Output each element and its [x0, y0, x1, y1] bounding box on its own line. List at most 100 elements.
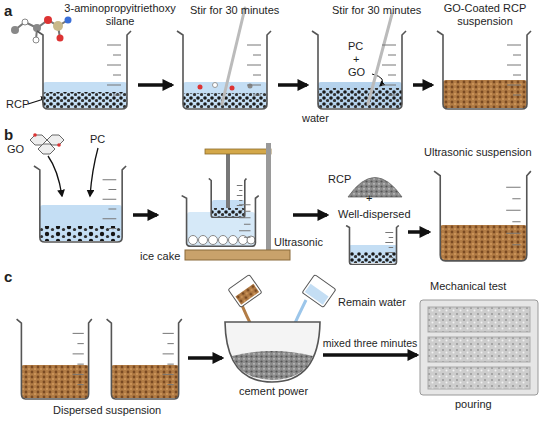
caption: cement power [239, 385, 308, 398]
lab-stand [205, 149, 271, 154]
material-label: RCP [6, 98, 29, 111]
panel-letter: c [4, 268, 12, 285]
beaker-a2 [222, 8, 245, 104]
caption: ice cake [140, 250, 180, 263]
silane-molecule [33, 24, 41, 32]
specimen-mold [420, 300, 538, 395]
beaker-c1 [17, 319, 92, 399]
beaker-a1 [37, 31, 131, 109]
ultrasonic-bath [209, 236, 218, 245]
rcp-mixing: RCPWell-dispersed [330, 160, 405, 265]
beaker-a3 [368, 14, 392, 104]
material-label: Remain water [338, 296, 406, 309]
silane-molecule [44, 16, 52, 24]
caption: RCP [328, 173, 351, 186]
beaker-a4 [437, 31, 531, 109]
beaker-a2 [248, 84, 253, 89]
beaker-c2 [107, 319, 182, 399]
beaker-a2 [213, 83, 218, 88]
ultrasonic-bath [229, 236, 238, 245]
small-beaker [346, 226, 399, 265]
flow-arrow [408, 230, 429, 234]
caption: GO [348, 66, 365, 79]
rcp-powder [348, 178, 402, 198]
ultrasonic-setup: ice cakeUltrasonic [160, 140, 290, 265]
flow-arrow [278, 83, 307, 87]
specimen-mold [428, 307, 530, 332]
beaker-a3 [318, 88, 402, 108]
addition-arrows [48, 156, 62, 196]
caption: PC [348, 40, 363, 53]
beaker-c2 [111, 365, 179, 398]
specimen-mold [420, 300, 538, 395]
ultrasonic-bath [219, 236, 228, 245]
silane-molecule [53, 21, 63, 31]
small-beaker [346, 226, 399, 265]
beaker-b4 [440, 225, 527, 260]
graphene-oxide-sheet [33, 133, 37, 137]
mixing-bowl [225, 322, 320, 382]
ultrasonic-bath [182, 196, 259, 247]
beaker-a1 [37, 31, 131, 109]
arrow-label: mixed three minutes [323, 337, 418, 349]
caption: GO [7, 143, 24, 156]
rcp-powder [348, 178, 402, 198]
silane-molecule [57, 35, 64, 42]
addition-arrows [90, 148, 98, 196]
beaker-c1 [17, 319, 92, 399]
caption: PC [90, 133, 105, 146]
pouring-cup-water [305, 284, 329, 305]
panel-letter: b [4, 126, 13, 143]
flow-arrow [188, 356, 222, 360]
graphene-oxide-sheet [30, 133, 64, 154]
ultrasonic-bath [212, 208, 245, 217]
ultrasonic-bath [182, 179, 259, 247]
ultrasonic-bath [189, 236, 198, 245]
beaker-a2 [230, 86, 235, 91]
flow-arrow [413, 83, 432, 87]
caption: 3-aminopropyitriethoxy silane [55, 2, 185, 27]
silane-molecule [11, 26, 19, 34]
dispersion-beaker: GOPC [32, 165, 130, 243]
beaker-b4 [434, 171, 531, 261]
caption: Well-dispersed [338, 208, 411, 221]
graphene-oxide-sheet [30, 135, 64, 154]
lab-stand [266, 143, 271, 251]
beaker-a1 [43, 92, 127, 108]
mixing-bowl [225, 322, 320, 382]
flow-arrow [323, 353, 417, 357]
caption: pouring [455, 398, 492, 411]
lab-stand [226, 152, 230, 208]
caption: Mechanical test [430, 280, 506, 293]
pouring-cup-suspension [228, 275, 262, 308]
beaker-a3 [312, 14, 406, 109]
dispersed-suspension-beakers: Dispersed suspension [15, 318, 185, 400]
plus-sign: + [353, 53, 359, 66]
flow-arrow [293, 213, 327, 217]
pouring-cup-suspension [228, 275, 262, 308]
silane-molecule [65, 17, 72, 24]
beaker-a4 [437, 31, 531, 109]
stir-beaker: Stir for 30 minutesPCGOwater [310, 30, 410, 110]
addition-arrows [48, 148, 98, 196]
flow-arrow [133, 213, 157, 217]
beaker-b1 [34, 166, 126, 242]
beaker-a2 [177, 8, 271, 109]
caption: Ultrasonic suspension [424, 146, 532, 159]
specimen-mold [428, 337, 530, 362]
caption: Stir for 30 minutes [332, 4, 421, 17]
panel-letter: a [4, 2, 12, 19]
caption: Ultrasonic [274, 236, 323, 249]
beaker-a2 [177, 31, 271, 109]
ultrasonic-suspension-beaker: Ultrasonic suspension [432, 170, 535, 262]
beaker-a4 [443, 80, 527, 108]
flow-arrow [138, 83, 172, 87]
lab-stand [185, 250, 290, 260]
plus-sign: + [366, 192, 372, 205]
pouring-cup-water [302, 275, 336, 308]
specimen-mold: Mechanical testpouring [420, 300, 538, 395]
beaker-b1 [40, 205, 122, 241]
